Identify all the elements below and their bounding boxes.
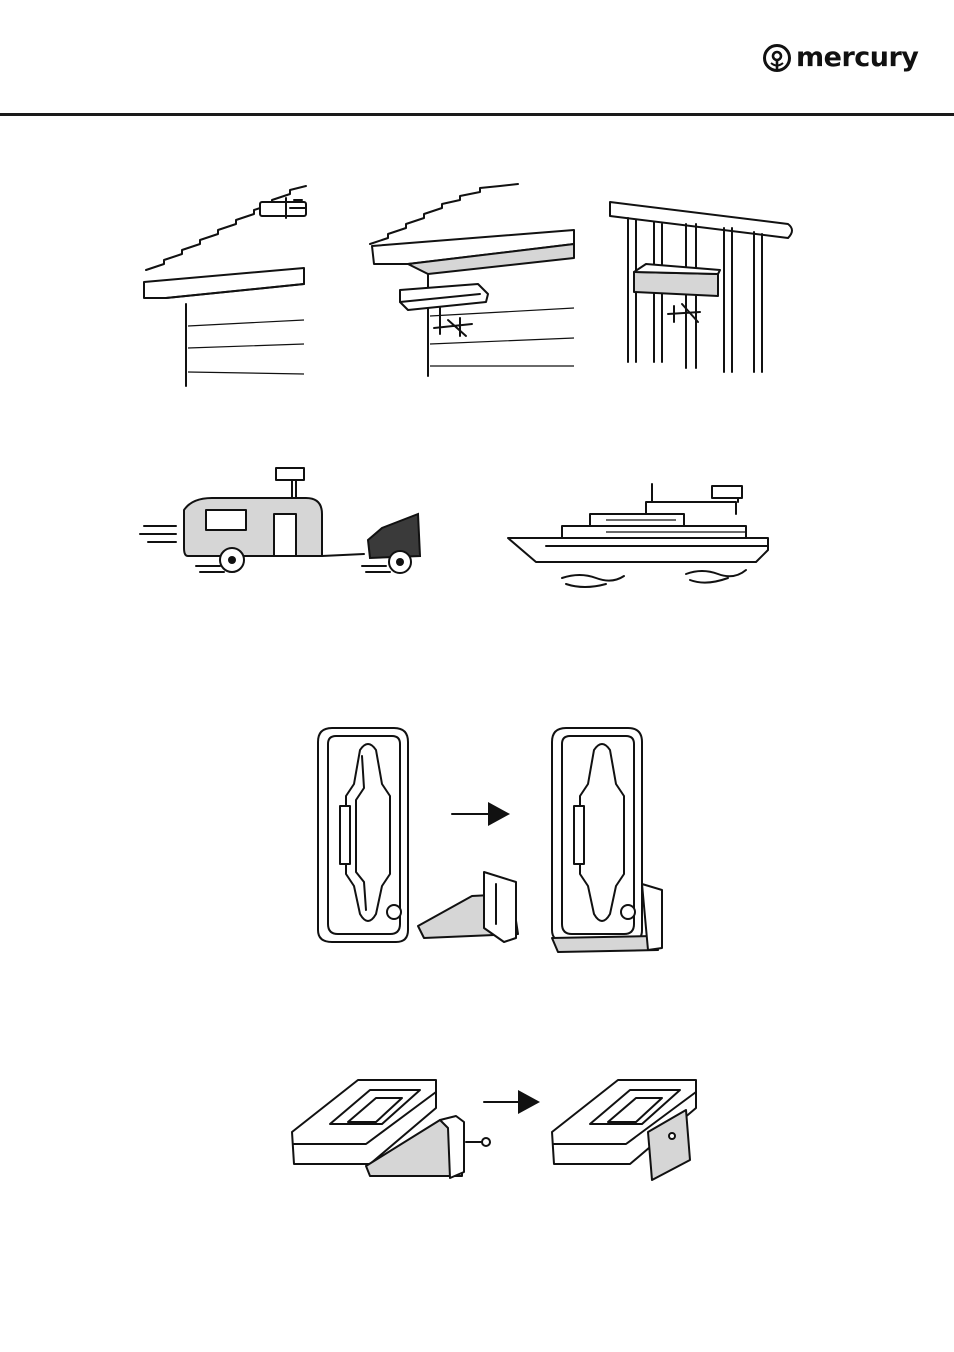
mercury-logo-icon [762,43,792,73]
horizontal-bracket-illustration [290,1070,710,1190]
boat-antenna-illustration [506,480,776,592]
eaves-antenna-illustration [368,186,578,386]
caravan-antenna-illustration [136,462,426,578]
brand-logo: mercury [762,40,918,76]
vertical-bracket-illustration [306,714,672,954]
railing-antenna-illustration [606,196,802,376]
roof-antenna-illustration [136,186,356,396]
brand-name: mercury [796,43,918,73]
header-divider [0,113,954,116]
